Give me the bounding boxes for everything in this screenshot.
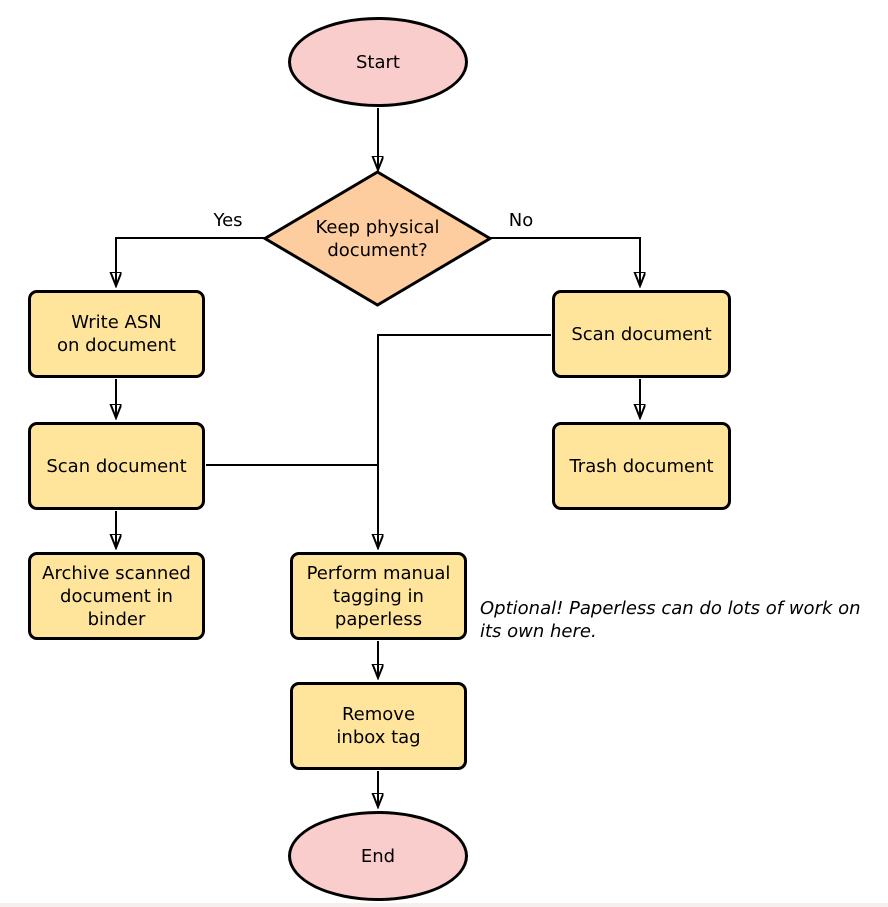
node-remove-inbox-tag-label: Remove inbox tag (336, 704, 421, 748)
node-trash-document-label: Trash document (569, 455, 714, 477)
edge-label-yes: Yes (213, 210, 243, 231)
edge-label-no: No (508, 210, 534, 231)
annotation-optional-note: Optional! Paperless can do lots of work … (480, 598, 861, 642)
page-bottom-edge (0, 903, 888, 907)
node-manual-tagging: Perform manual tagging in paperless (290, 552, 467, 640)
node-archive-binder: Archive scanned document in binder (28, 552, 205, 640)
node-scan-document-right-label: Scan document (571, 323, 712, 345)
node-write-asn-label: Write ASN on document (57, 312, 176, 356)
diamond-shape (262, 170, 493, 307)
node-scan-document-left-label: Scan document (46, 455, 187, 477)
edge-decision-to-write-asn (116, 237, 266, 285)
node-write-asn: Write ASN on document (28, 290, 205, 378)
node-start: Start (288, 17, 468, 107)
node-manual-tagging-label: Perform manual tagging in paperless (306, 562, 451, 630)
node-archive-binder-label: Archive scanned document in binder (42, 562, 191, 630)
node-end: End (288, 811, 468, 901)
node-keep-physical-label: Keep physical document? (315, 217, 440, 261)
node-end-label: End (360, 845, 396, 867)
edge-decision-to-scan-right (489, 237, 640, 285)
node-start-label: Start (356, 51, 400, 73)
node-scan-document-right: Scan document (552, 290, 731, 378)
node-remove-inbox-tag: Remove inbox tag (290, 682, 467, 770)
edge-scan-right-to-tagging (378, 334, 551, 547)
node-trash-document: Trash document (552, 422, 731, 510)
node-keep-physical-decision: Keep physical document? (262, 169, 493, 309)
node-scan-document-left: Scan document (28, 422, 205, 510)
